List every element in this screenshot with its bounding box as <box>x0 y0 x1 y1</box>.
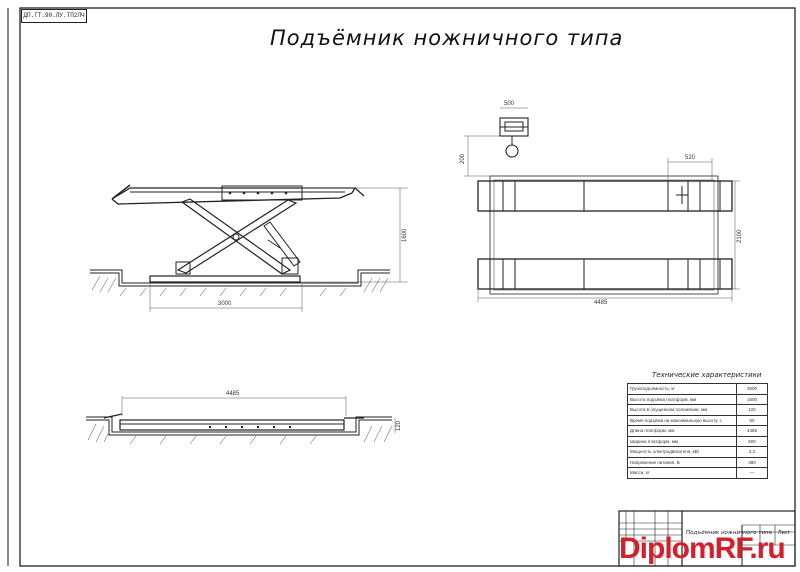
spec-name: Высота в опущенном положении, мм <box>627 404 737 416</box>
dim-top-length: 4485 <box>594 300 608 306</box>
spec-name: Мощность электродвигателя, кВт <box>627 446 737 458</box>
spec-value: 120 <box>736 404 768 416</box>
spec-name: Время подъёма на максимальную высоту, с <box>627 414 737 426</box>
dim-top-height: 2100 <box>737 229 743 243</box>
spec-value: 2,2 <box>736 446 768 458</box>
drawing-title: Подъёмник ножничного типа <box>270 26 624 50</box>
title-block <box>618 510 796 567</box>
spec-title: Технические характеристики <box>652 371 762 379</box>
spec-value: 380 <box>736 456 768 468</box>
watermark-logo: DiplomRF.ru <box>619 532 786 565</box>
spec-row: Масса, кг— <box>627 467 768 479</box>
title-block-sheet: Лист <box>778 530 790 536</box>
dim-folded-height: 120 <box>396 420 402 431</box>
spec-value: — <box>736 467 768 479</box>
spec-value: 4485 <box>736 425 768 437</box>
spec-value: 3500 <box>736 383 768 395</box>
spec-name: Ширина платформ, мм <box>627 435 737 447</box>
spec-name: Напряжение питания, В <box>627 456 737 468</box>
stamp-top-left: ДП.ГТ.90.ЛУ.ТП2ЛЧ <box>21 9 87 23</box>
spec-value: 600 <box>736 435 768 447</box>
top-view <box>464 107 740 302</box>
side-view-folded <box>86 396 396 445</box>
spec-name: Масса, кг <box>627 467 737 479</box>
frame-border <box>19 7 796 567</box>
dim-top-small-height: 200 <box>460 153 466 164</box>
dim-top-right: 520 <box>685 155 696 161</box>
spec-name: Грузоподъёмность, кг <box>627 383 737 395</box>
dim-folded-length: 4485 <box>226 391 240 397</box>
spec-value: 1600 <box>736 393 768 405</box>
spec-name: Длина платформ, мм <box>627 425 737 437</box>
dim-top-small: 500 <box>504 101 515 107</box>
dim-side-height: 1600 <box>402 228 408 242</box>
side-view-raised <box>90 184 408 312</box>
spec-name: Высота подъёма платформ, мм <box>627 393 737 405</box>
dim-side-base: 3000 <box>218 301 232 307</box>
title-block-name: Подъёмник ножничного типа <box>686 530 773 536</box>
spec-value: 50 <box>736 414 768 426</box>
